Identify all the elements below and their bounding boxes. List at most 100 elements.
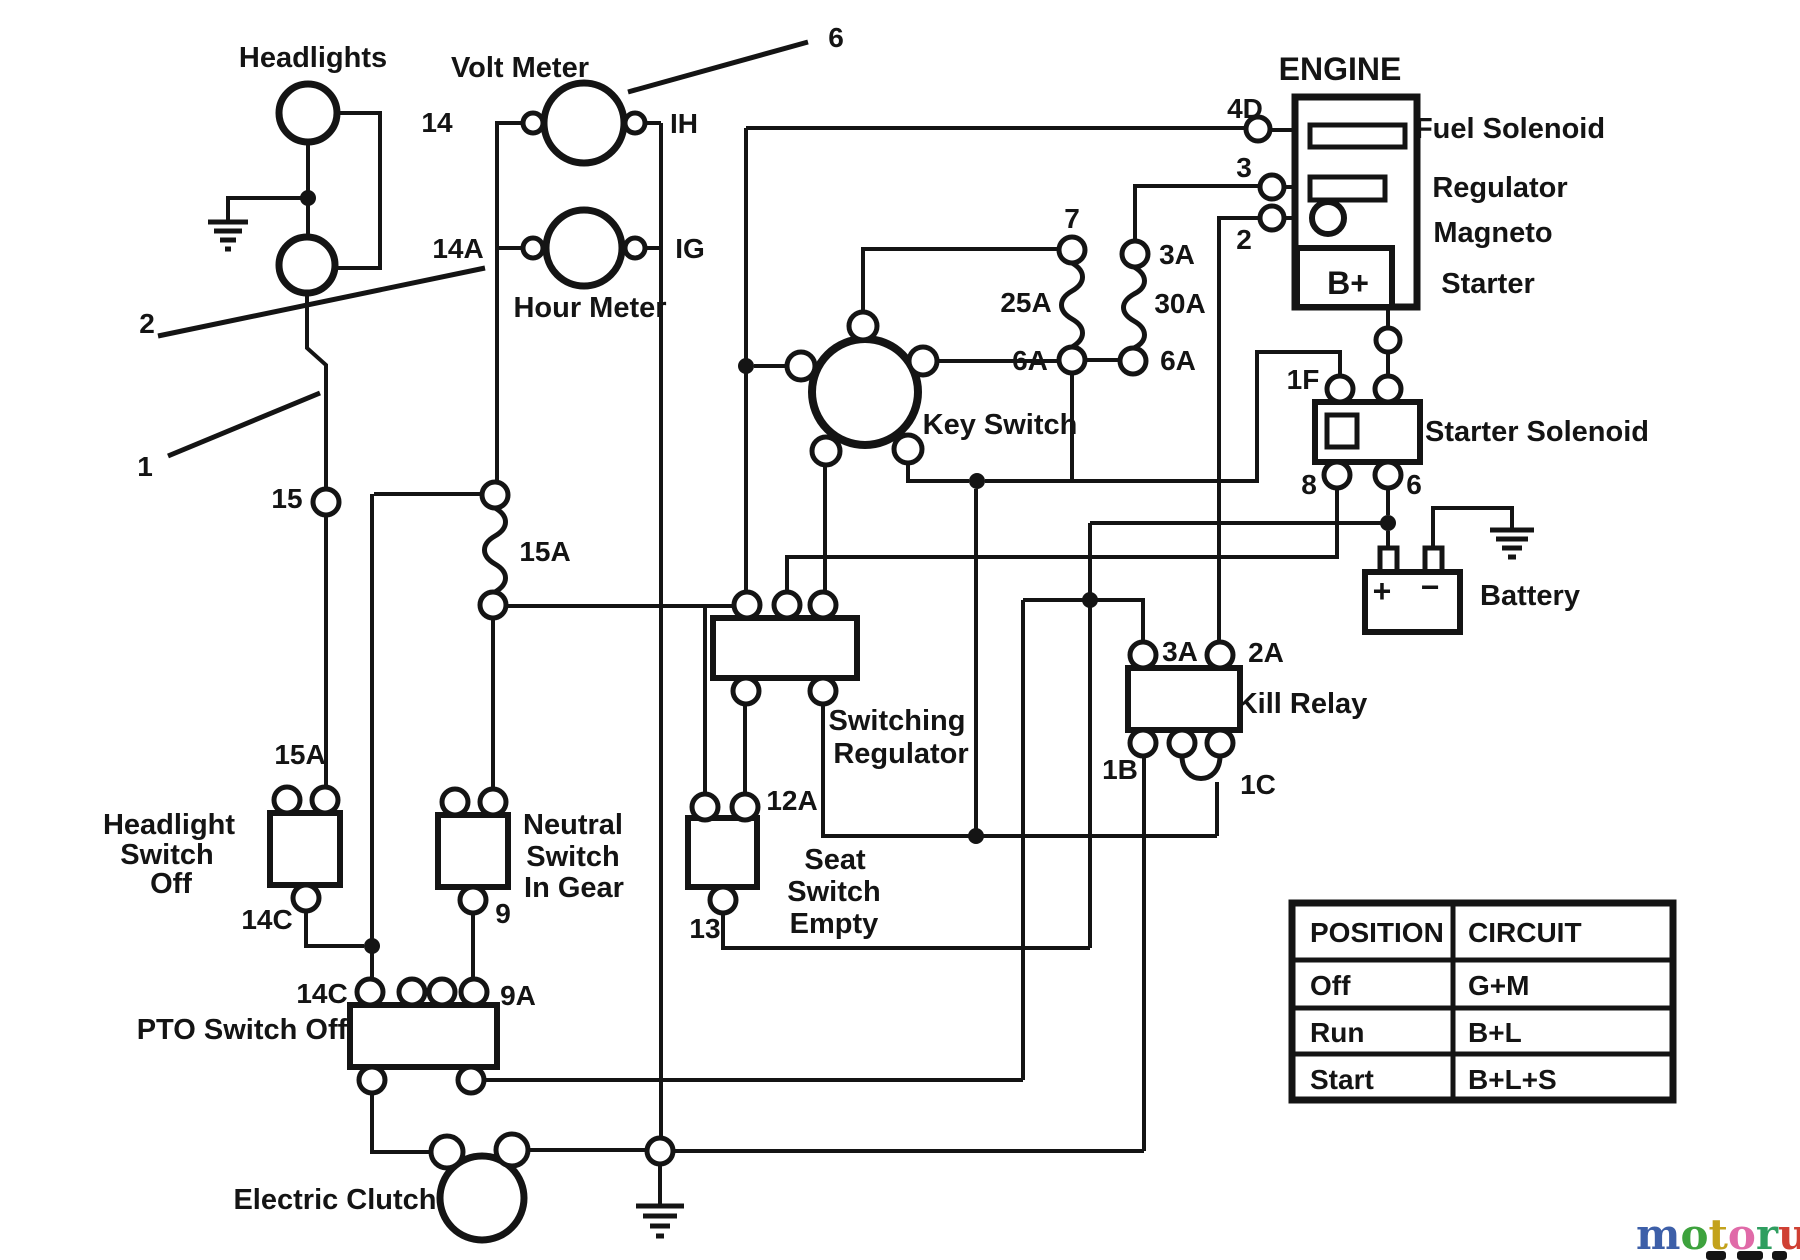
neutral-switch-box xyxy=(435,812,511,890)
headlight-bulb-lower xyxy=(275,233,339,297)
wires xyxy=(226,111,1514,1206)
kill-relay-box xyxy=(1125,665,1243,733)
label-neutral-3: In Gear xyxy=(524,872,624,904)
regulator-box xyxy=(1307,174,1388,203)
volt-meter-circle xyxy=(540,79,628,167)
table-cell: Start xyxy=(1310,1064,1374,1095)
label-9: 9 xyxy=(495,898,511,929)
label-6a-left: 6A xyxy=(1012,345,1048,376)
cropped-text-fragment xyxy=(1706,1251,1787,1260)
table-header-circuit: CIRCUIT xyxy=(1468,917,1582,948)
electric-clutch-circle xyxy=(436,1152,528,1244)
label-engine: ENGINE xyxy=(1279,51,1402,87)
battery-plus: + xyxy=(1373,573,1392,609)
hour-meter-circle xyxy=(542,206,626,290)
logo-letter: u xyxy=(1778,1210,1800,1259)
label-2a: 2A xyxy=(1248,637,1284,668)
label-14c-switch: 14C xyxy=(241,904,292,935)
label-13: 13 xyxy=(689,913,720,944)
label-ig: IG xyxy=(675,233,705,264)
label-1c: 1C xyxy=(1240,769,1276,800)
callout-line-2 xyxy=(157,265,486,339)
callout-1: 1 xyxy=(137,451,153,482)
key-switch-circle xyxy=(808,335,922,449)
logo-letter: t xyxy=(1708,1210,1728,1259)
battery-post-left xyxy=(1377,545,1400,575)
callout-6: 6 xyxy=(828,22,844,53)
junction-dots xyxy=(300,190,1396,954)
fuse-15a-element xyxy=(482,505,508,595)
battery-minus: − xyxy=(1421,569,1440,605)
logo-letter: o xyxy=(1680,1210,1708,1259)
label-headlight-switch-1: Headlight xyxy=(103,809,235,841)
label-volt-meter: Volt Meter xyxy=(451,52,589,84)
label-switching-regulator-1: Switching xyxy=(829,705,966,737)
label-electric-clutch: Electric Clutch xyxy=(233,1184,436,1216)
position-circuit-table: POSITION CIRCUIT Off G+M Run B+L Start B… xyxy=(1288,899,1677,1104)
label-battery: Battery xyxy=(1480,580,1580,612)
label-3a-relay: 3A xyxy=(1162,636,1198,667)
label-15a-fuse: 15A xyxy=(519,536,570,567)
switching-regulator-box xyxy=(710,615,860,681)
fuse-30a-element xyxy=(1121,264,1147,351)
label-kill-relay: Kill Relay xyxy=(1237,688,1368,720)
label-15: 15 xyxy=(271,483,302,514)
label-neutral-2: Switch xyxy=(526,841,619,873)
battery-box xyxy=(1362,569,1463,635)
logo-letter: r xyxy=(1756,1210,1779,1259)
fuse-25a-element xyxy=(1059,260,1085,350)
table-cell: Off xyxy=(1310,970,1351,1001)
table-cell: Run xyxy=(1310,1017,1364,1048)
label-switching-regulator-2: Regulator xyxy=(833,738,968,770)
logo-letter: o xyxy=(1728,1210,1756,1259)
label-seat-3: Empty xyxy=(790,908,879,940)
label-14: 14 xyxy=(421,107,453,138)
label-12a: 12A xyxy=(766,785,817,816)
label-3a-fuse: 3A xyxy=(1159,239,1195,270)
label-9a: 9A xyxy=(500,980,536,1011)
label-headlight-switch-3: Off xyxy=(150,868,192,900)
label-key-switch: Key Switch xyxy=(923,409,1078,441)
label-magneto: Magneto xyxy=(1433,217,1552,249)
label-ih: IH xyxy=(670,108,698,139)
label-b-plus: B+ xyxy=(1327,265,1369,301)
label-6a-right: 6A xyxy=(1160,345,1196,376)
label-6-solenoid: 6 xyxy=(1406,469,1422,500)
motoruf-logo: motoruf.de xyxy=(1636,1210,1800,1259)
starter-solenoid-inner-square xyxy=(1324,412,1360,450)
ground-symbol-battery xyxy=(1490,527,1534,560)
label-seat-1: Seat xyxy=(804,844,866,876)
b-plus-box xyxy=(1294,245,1395,310)
label-neutral-1: Neutral xyxy=(523,809,623,841)
seat-switch-box xyxy=(685,815,760,890)
magneto-circle xyxy=(1309,199,1347,237)
label-8: 8 xyxy=(1301,469,1317,500)
table-header-position: POSITION xyxy=(1310,917,1444,948)
label-7: 7 xyxy=(1064,203,1080,234)
label-1b: 1B xyxy=(1102,754,1138,785)
label-starter-solenoid: Starter Solenoid xyxy=(1425,416,1649,448)
label-headlight-switch-2: Switch xyxy=(120,839,213,871)
ground-symbol-bottom xyxy=(636,1203,684,1239)
label-14a: 14A xyxy=(432,233,483,264)
label-3: 3 xyxy=(1236,152,1252,183)
fuel-solenoid-box xyxy=(1307,122,1408,150)
label-4d: 4D xyxy=(1227,93,1263,124)
terminals xyxy=(271,110,1404,1171)
headlight-switch-box xyxy=(267,810,343,888)
label-pto-switch-off: PTO Switch Off xyxy=(137,1014,348,1046)
label-hour-meter: Hour Meter xyxy=(513,292,666,324)
callout-line-1 xyxy=(167,390,321,459)
label-15a-switch: 15A xyxy=(274,739,325,770)
callout-line-6 xyxy=(627,39,809,95)
callout-2: 2 xyxy=(139,308,155,339)
table-cell: G+M xyxy=(1468,970,1529,1001)
label-starter: Starter xyxy=(1441,268,1535,300)
logo-letter: m xyxy=(1636,1210,1680,1259)
table-cell: B+L+S xyxy=(1468,1064,1557,1095)
headlight-bulb-upper xyxy=(275,80,341,146)
label-fuel-solenoid: Fuel Solenoid xyxy=(1415,113,1605,145)
table-cell: B+L xyxy=(1468,1017,1522,1048)
